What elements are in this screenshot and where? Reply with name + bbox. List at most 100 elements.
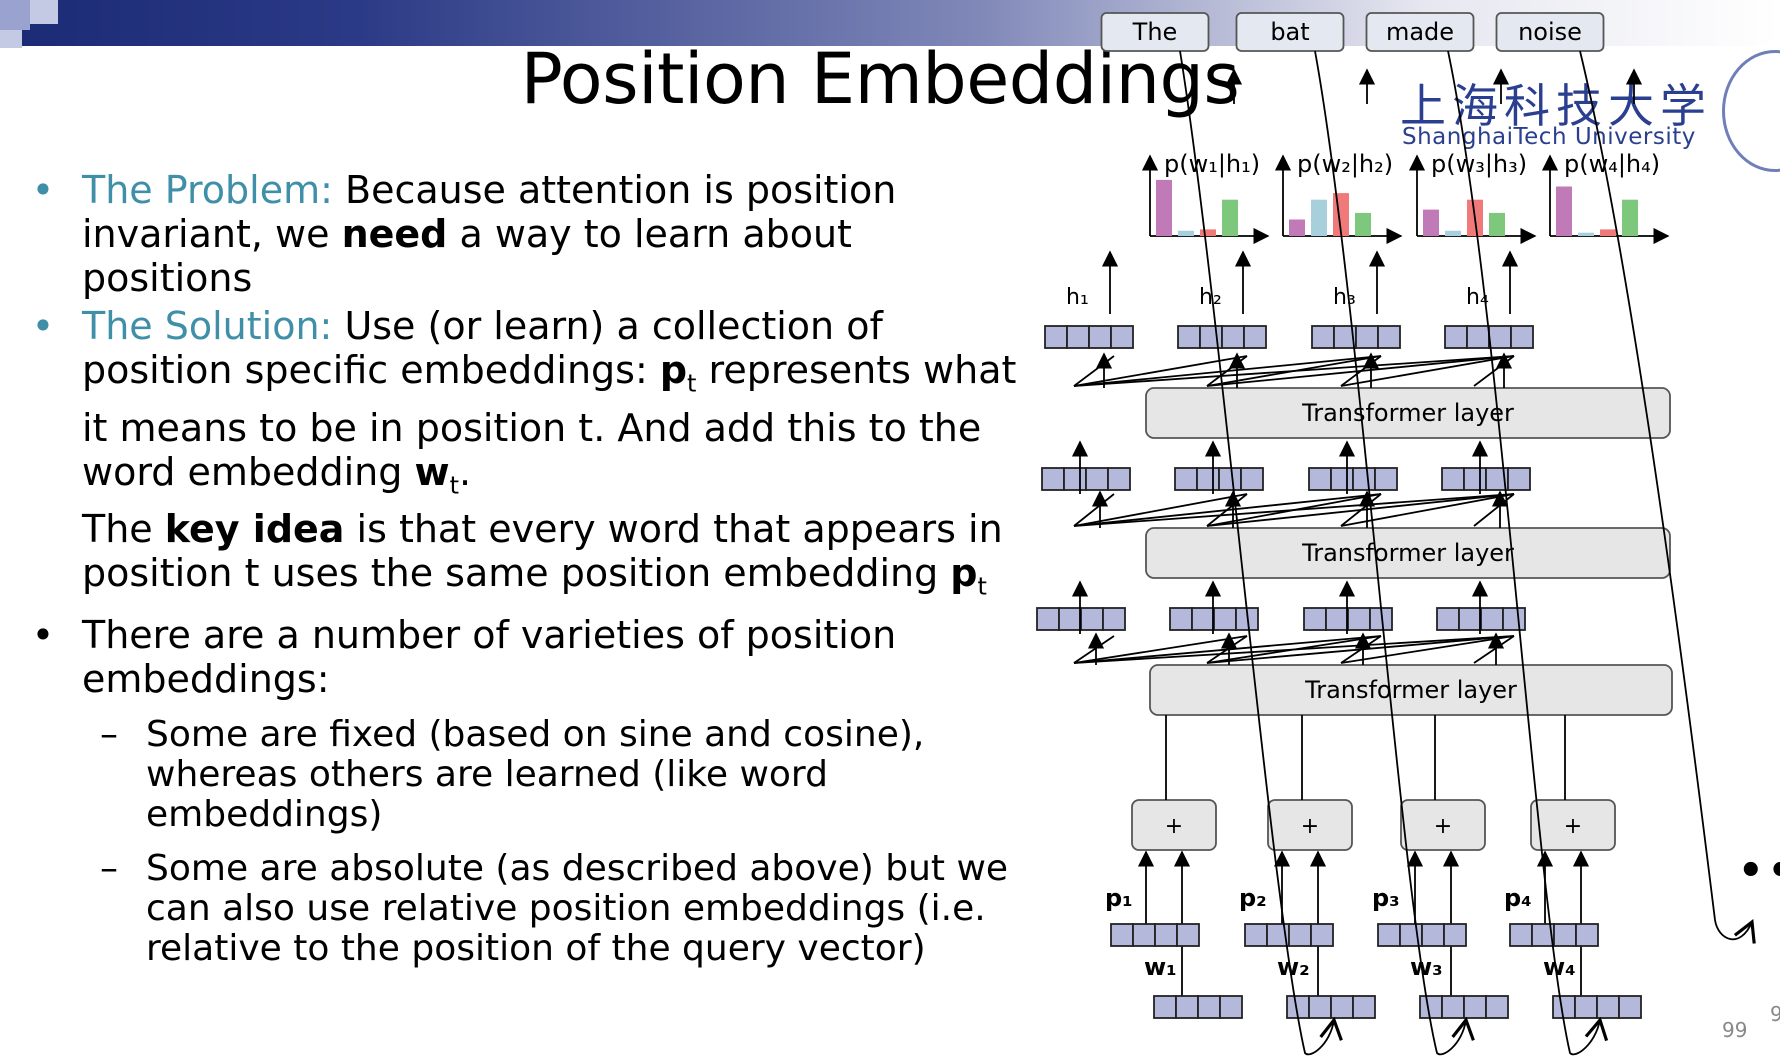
probability-bar — [1289, 219, 1305, 236]
embedding-vector-cell — [1480, 607, 1504, 631]
probability-bar — [1600, 229, 1616, 236]
embedding-vector-cell — [1066, 325, 1090, 349]
attention-line — [1073, 635, 1515, 664]
position-embedding-vector-cell — [1310, 923, 1334, 947]
bullet-dot-icon: • — [31, 304, 55, 348]
attention-line — [1473, 635, 1515, 664]
probability-bar — [1445, 230, 1461, 236]
transformer-layer-box — [1145, 387, 1671, 439]
attention-line — [1073, 493, 1515, 527]
word-embedding-vector-cell — [1485, 995, 1509, 1019]
embedding-vector-cell — [1377, 325, 1401, 349]
probability-label: p(w₁|h₁) — [1164, 150, 1260, 178]
embedding-vector-cell — [1036, 607, 1060, 631]
embedding-vector-cell — [1303, 607, 1327, 631]
dash-icon: – — [100, 847, 118, 889]
problem-text-end: a way to learn about positions — [82, 212, 852, 300]
key-idea-text: The — [82, 507, 165, 552]
problem-text: Because attention is position invariant,… — [82, 168, 897, 256]
embedding-vector-cell — [1436, 607, 1460, 631]
word-embedding-vector-cell — [1419, 995, 1443, 1019]
embedding-vector-cell — [1058, 607, 1082, 631]
position-embedding-vector-cell — [1154, 923, 1178, 947]
attention-line — [1073, 493, 1382, 527]
word-embedding-vector-cell — [1308, 995, 1332, 1019]
add-node-label: + — [1564, 814, 1582, 839]
solution-w-sub: t — [449, 471, 459, 500]
title-banner — [0, 0, 1780, 46]
autoregressive-feedback-curve — [1579, 50, 1756, 944]
add-node-box — [1400, 799, 1486, 851]
embedding-vector-cell — [1507, 467, 1531, 491]
autoregressive-feedback-curve — [1314, 50, 1475, 1056]
probability-label: p(w₂|h₂) — [1297, 150, 1393, 178]
position-label: p₁ — [1105, 884, 1133, 912]
word-embedding-vector-cell — [1153, 995, 1177, 1019]
position-embedding-vector-cell — [1288, 923, 1312, 947]
banner-square — [0, 0, 30, 30]
key-idea-bold: key idea — [164, 507, 345, 552]
hidden-label: h₁ — [1066, 285, 1089, 310]
banner-square — [0, 30, 22, 48]
position-embedding-vector-cell — [1509, 923, 1533, 947]
embedding-vector-cell — [1510, 325, 1534, 349]
autoregressive-feedback-curve — [1447, 50, 1609, 1056]
embedding-vector-cell — [1177, 325, 1201, 349]
key-idea-text-end: is that every word that appears in posit… — [82, 507, 1003, 596]
page-number-partial: 9 — [1770, 1002, 1780, 1026]
probability-label: p(w₃|h₃) — [1431, 150, 1527, 178]
embedding-vector-cell — [1444, 325, 1468, 349]
embedding-vector-cell — [1174, 467, 1198, 491]
embedding-vector-cell — [1102, 607, 1126, 631]
word-label: w₂ — [1277, 953, 1310, 981]
output-word-label: bat — [1270, 18, 1309, 46]
embedding-vector-cell — [1199, 325, 1223, 349]
embedding-vector-cell — [1110, 325, 1134, 349]
word-label: w₁ — [1144, 953, 1177, 981]
position-embedding-vector-cell — [1110, 923, 1134, 947]
output-word-label: The — [1132, 18, 1178, 46]
position-embedding-vector-cell — [1176, 923, 1200, 947]
embedding-vector-cell — [1085, 467, 1109, 491]
embedding-vector-cell — [1352, 467, 1376, 491]
position-embedding-vector-cell — [1377, 923, 1401, 947]
embedding-vector-cell — [1325, 607, 1349, 631]
probability-bar — [1622, 199, 1638, 236]
word-embedding-vector-cell — [1596, 995, 1620, 1019]
probability-bar — [1200, 229, 1216, 236]
attention-line — [1073, 493, 1115, 527]
add-node-box — [1530, 799, 1616, 851]
problem-label: The Problem: — [82, 168, 333, 212]
probability-bar — [1156, 179, 1172, 236]
key-idea-p: p — [950, 551, 978, 596]
probability-bar — [1178, 230, 1194, 236]
embedding-vector-cell — [1196, 467, 1220, 491]
embedding-vector-cell — [1311, 325, 1335, 349]
probability-bar — [1423, 209, 1439, 236]
ellipsis-icon: •• — [1738, 848, 1780, 894]
bullet-solution: • The Solution: Use (or learn) a collect… — [28, 304, 1028, 609]
solution-p: p — [659, 348, 688, 392]
probability-bar — [1222, 199, 1238, 236]
embedding-vector-cell — [1063, 467, 1087, 491]
sub-bullet-absolute: – Some are absolute (as described above)… — [28, 847, 1028, 969]
solution-label: The Solution: — [82, 304, 333, 348]
embedding-vector-cell — [1308, 467, 1332, 491]
output-word-label: noise — [1518, 18, 1582, 46]
word-embedding-vector-cell — [1352, 995, 1376, 1019]
attention-line — [1340, 355, 1515, 387]
add-node-box — [1267, 799, 1353, 851]
banner-square — [30, 0, 58, 24]
bullet-problem: • The Problem: Because attention is posi… — [28, 168, 1028, 300]
attention-line — [1073, 355, 1382, 387]
attention-line — [1206, 493, 1515, 527]
embedding-vector-cell — [1458, 607, 1482, 631]
attention-line — [1206, 355, 1515, 387]
attention-line — [1073, 355, 1248, 387]
output-word-box — [1365, 12, 1475, 52]
probability-bar — [1578, 232, 1594, 236]
embedding-vector-cell — [1347, 607, 1371, 631]
word-embedding-vector-cell — [1330, 995, 1354, 1019]
word-embedding-vector-cell — [1219, 995, 1243, 1019]
embedding-vector-cell — [1441, 467, 1465, 491]
